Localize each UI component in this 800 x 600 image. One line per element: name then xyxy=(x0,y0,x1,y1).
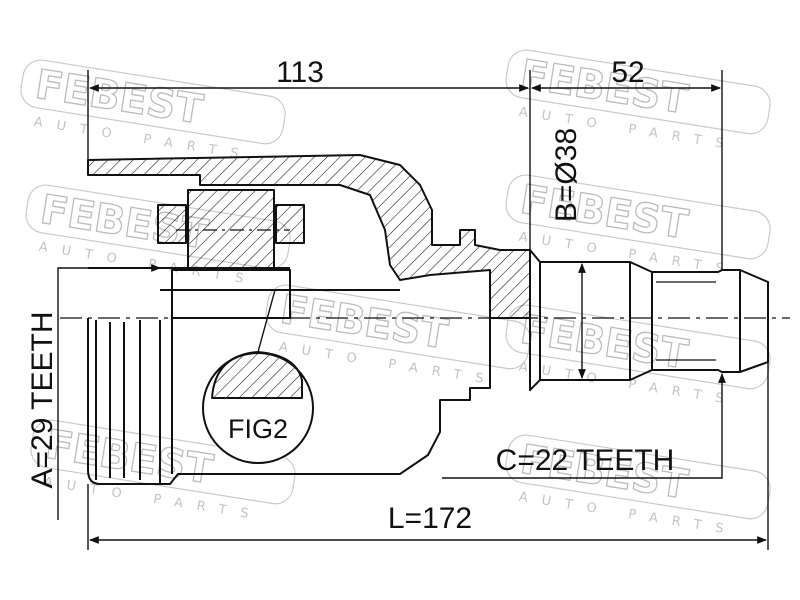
dim-172-label: L=172 xyxy=(388,502,472,535)
roller-section xyxy=(157,204,187,244)
dim-a-leader xyxy=(57,264,161,520)
detail-callout-label: FIG2 xyxy=(228,414,288,444)
dim-c-label: C=22 TEETH xyxy=(496,444,675,477)
dim-52-label: 52 xyxy=(611,56,644,89)
cv-joint-part xyxy=(60,154,790,485)
detail-section xyxy=(211,351,303,399)
roller-section xyxy=(275,204,305,244)
detail-leader xyxy=(257,289,276,353)
dim-diameter-label: B=Ø38 xyxy=(550,128,583,222)
dim-c-leader xyxy=(442,373,726,479)
watermark-logo: FEBEST AUTO PARTS xyxy=(20,59,286,164)
dim-113-label: 113 xyxy=(276,56,324,89)
dim-a-label: A=29 TEETH xyxy=(26,311,59,488)
housing-outline xyxy=(87,318,491,485)
dimension-lines xyxy=(57,70,769,550)
